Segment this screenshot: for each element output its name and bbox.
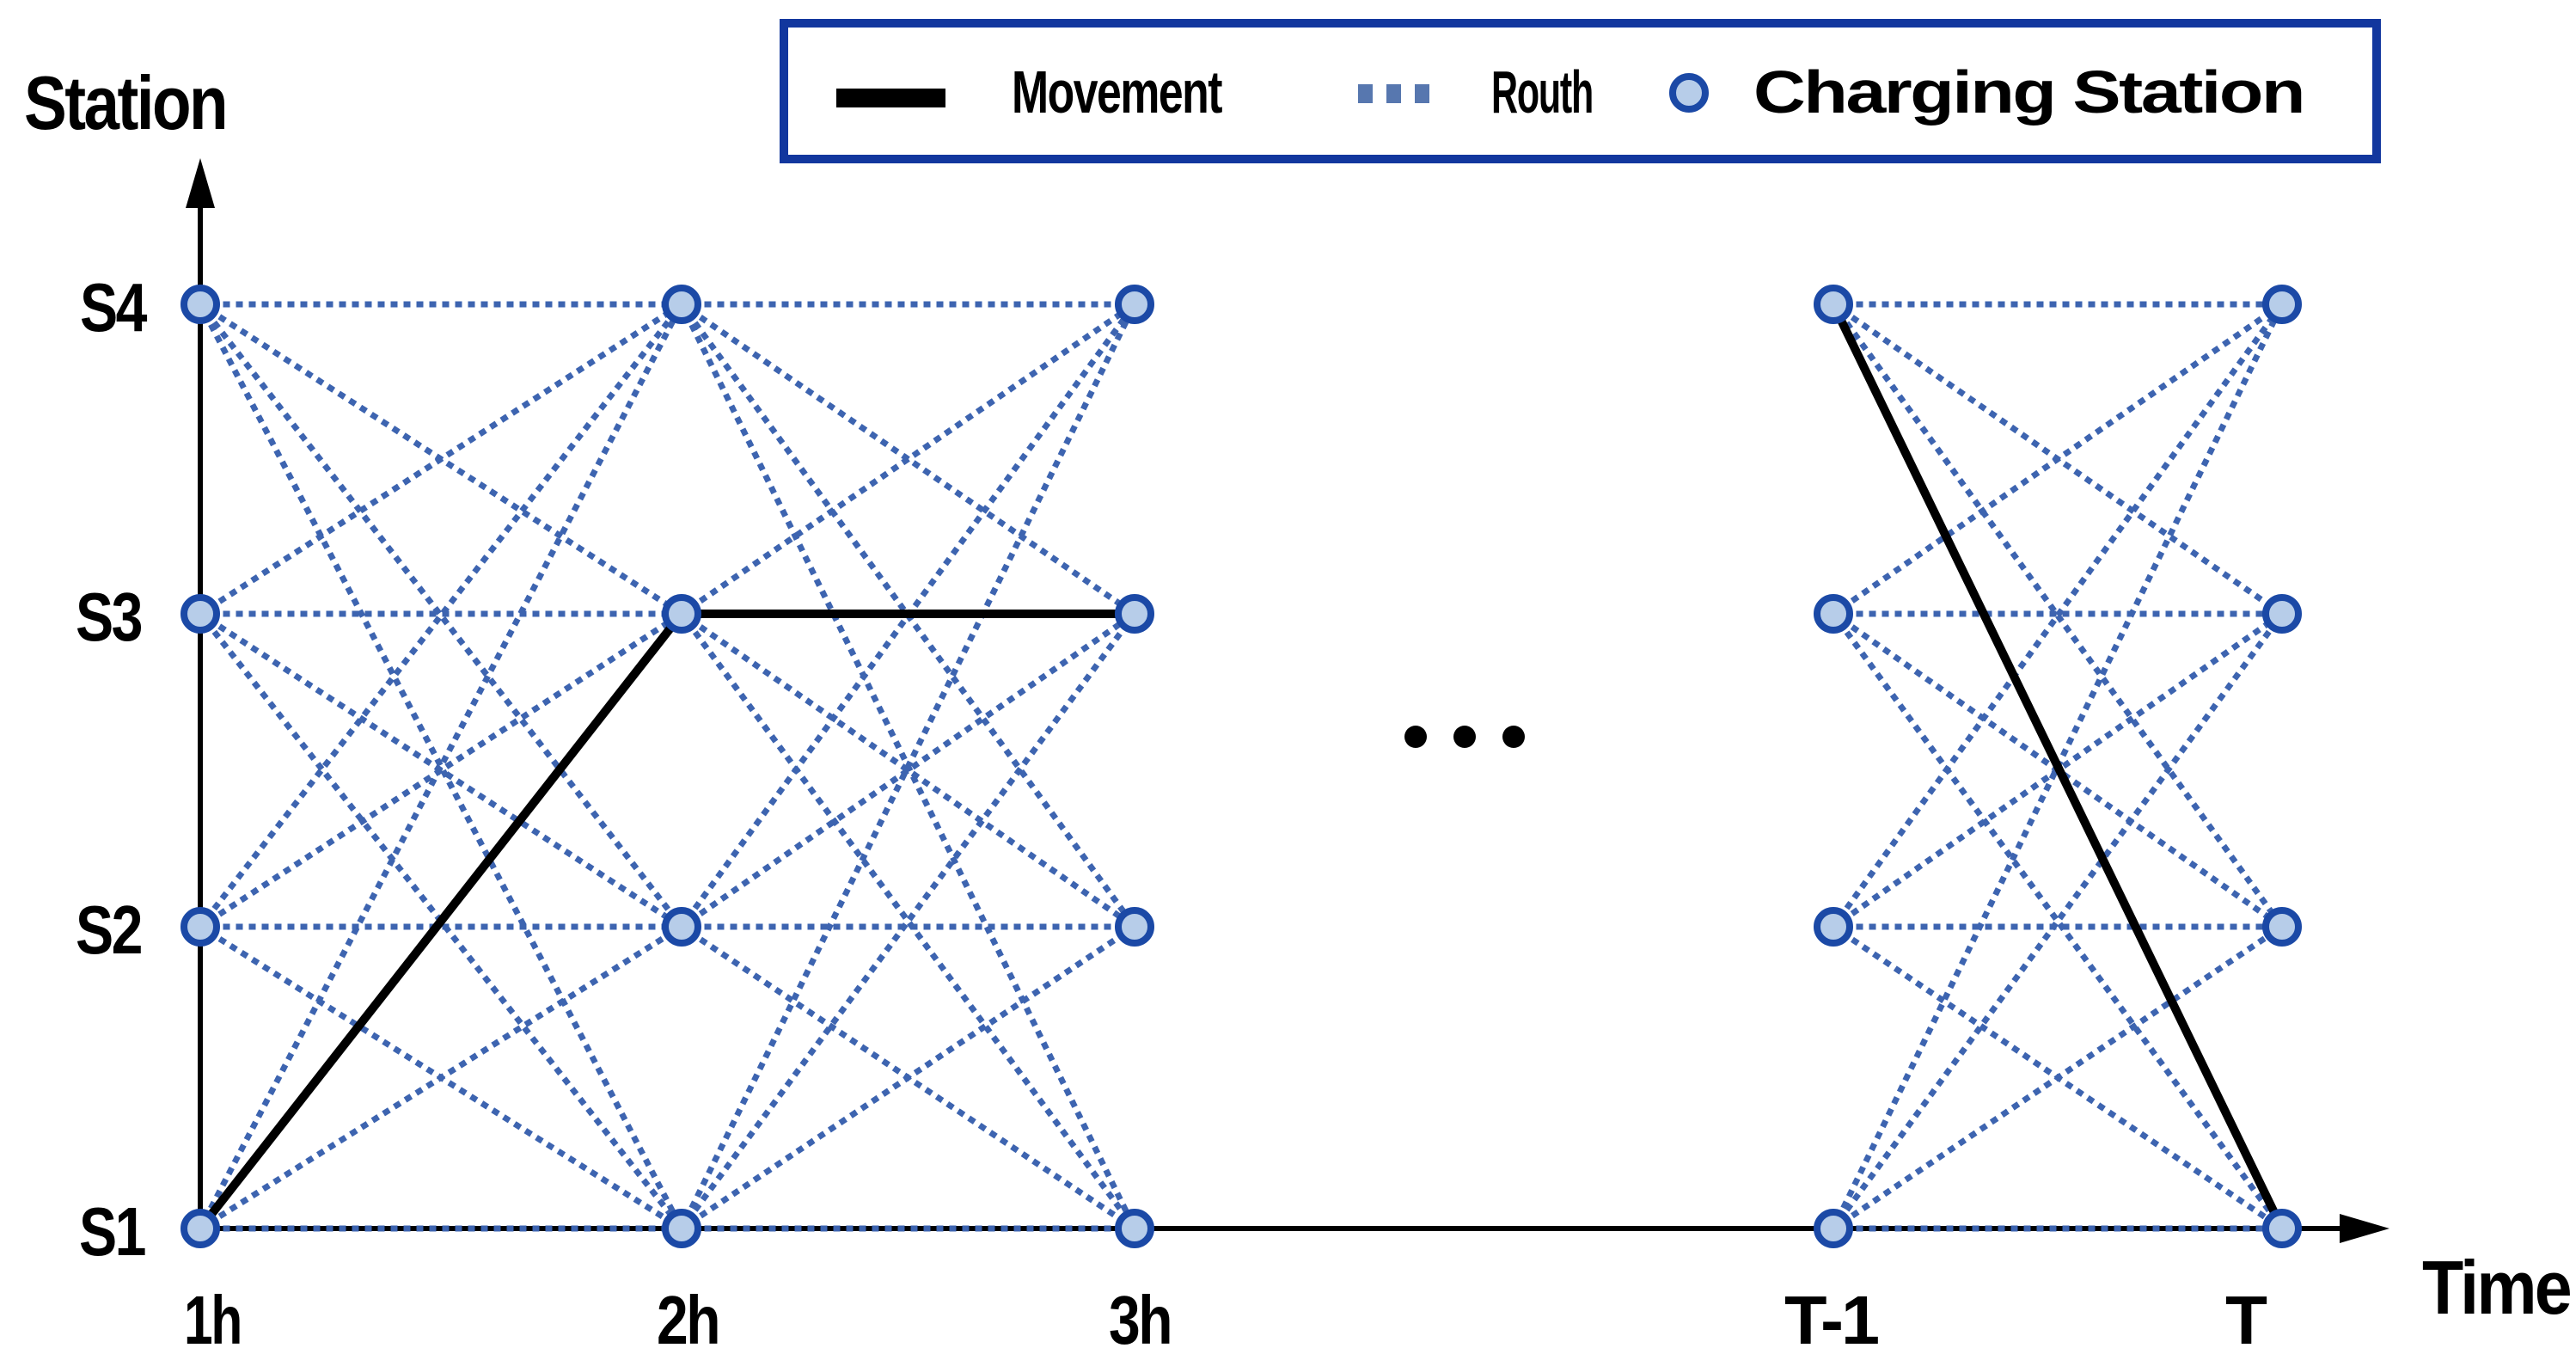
charging-station-node <box>1115 1209 1154 1248</box>
x-axis-title: Time <box>2422 1245 2570 1330</box>
graph-layer <box>181 285 2302 1248</box>
movement-line <box>197 610 685 1232</box>
charging-station-node <box>662 1209 701 1248</box>
route-edge <box>196 300 686 931</box>
charging-station-node <box>2262 907 2302 947</box>
charging-station-node <box>2262 594 2302 634</box>
legend-charging-label: Charging Station <box>1753 58 2304 126</box>
legend: Movement Routh Charging Station <box>780 19 2381 163</box>
route-edge <box>677 610 1139 931</box>
time-label-3h: 3h <box>1109 1282 1171 1348</box>
route-dash <box>1386 84 1401 103</box>
charging-station-node <box>1814 285 1853 324</box>
route-edge <box>1829 922 2286 1233</box>
ellipsis-dot <box>1453 726 1476 748</box>
time-label-2h: 2h <box>657 1282 719 1348</box>
route-edge <box>1829 300 2286 931</box>
station-tick-labels: S4 S3 S2 S1 <box>76 269 150 1270</box>
charging-station-icon <box>1669 73 1709 113</box>
route-edge <box>196 610 686 931</box>
route-edge <box>677 610 1139 931</box>
charging-station-node <box>1814 594 1853 634</box>
charging-station-node <box>1814 907 1853 947</box>
charging-station-node <box>1814 1209 1853 1248</box>
route-edge <box>677 610 1139 1233</box>
time-label-t-minus-1: T-1 <box>1784 1282 1879 1348</box>
ellipsis-dot <box>1502 726 1525 748</box>
route-dash <box>1358 84 1373 103</box>
station-label-s2: S2 <box>76 892 141 968</box>
time-label-t: T <box>2225 1282 2267 1348</box>
charging-station-node <box>181 907 220 947</box>
charging-station-node <box>1115 594 1154 634</box>
y-axis-arrow-icon <box>186 158 215 208</box>
charging-station-node <box>662 285 701 324</box>
movement-line-icon <box>836 89 945 107</box>
legend-route-label: Routh <box>1491 58 1593 126</box>
route-edge <box>1829 610 2286 1233</box>
charging-station-node <box>662 907 701 947</box>
legend-movement-label: Movement <box>1012 58 1222 126</box>
charging-station-node <box>1115 285 1154 324</box>
station-label-s1: S1 <box>79 1193 145 1270</box>
movement-line <box>1829 302 2286 1231</box>
route-edge <box>1829 610 2286 1233</box>
charging-station-node <box>662 594 701 634</box>
route-edge <box>677 922 1139 1233</box>
charging-station-node <box>2262 285 2302 324</box>
route-edge <box>1829 300 2286 618</box>
ellipsis-dot <box>1404 726 1427 748</box>
charging-station-node <box>2262 1209 2302 1248</box>
route-dashes-icon <box>1358 84 1429 103</box>
charging-station-node <box>181 594 220 634</box>
route-dash <box>1415 84 1429 103</box>
time-tick-labels: 1h 2h 3h T-1 T <box>184 1282 2270 1348</box>
x-axis-arrow-icon <box>2340 1214 2389 1243</box>
route-edge <box>677 300 1139 1233</box>
route-edge <box>196 922 686 1233</box>
charging-station-node <box>181 1209 220 1248</box>
legend-box <box>780 19 2381 163</box>
time-label-1h: 1h <box>184 1282 241 1348</box>
station-label-s3: S3 <box>76 579 141 655</box>
route-edge <box>677 610 1139 1233</box>
route-edge <box>196 300 686 931</box>
route-edge <box>1829 300 2286 931</box>
charging-station-node <box>181 285 220 324</box>
route-edge <box>677 300 1139 618</box>
charging-station-node <box>1115 907 1154 947</box>
y-axis-title: Station <box>24 60 226 145</box>
station-label-s4: S4 <box>80 269 148 346</box>
route-edge <box>196 300 686 618</box>
